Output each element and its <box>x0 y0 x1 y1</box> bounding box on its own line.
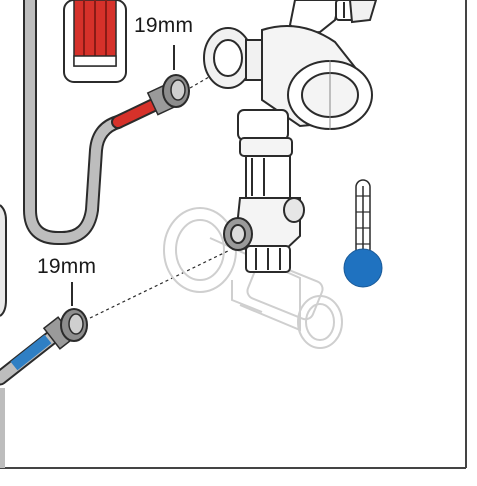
hot-connection-nut <box>162 74 190 108</box>
cold-connection-nut <box>60 308 88 342</box>
left-edge-part <box>0 204 7 317</box>
hot-connection-size-label: 19mm <box>134 14 194 37</box>
braided-hose-cold <box>0 316 76 386</box>
mixing-valve <box>203 0 378 273</box>
hot-water-cartridge <box>63 0 127 83</box>
cold-connection-guide <box>89 249 231 319</box>
supply-hose-loop <box>23 0 125 245</box>
cold-connection-size-label: 19mm <box>37 255 97 278</box>
thermometer-icon <box>343 179 383 288</box>
braided-hose-hot <box>111 84 176 129</box>
